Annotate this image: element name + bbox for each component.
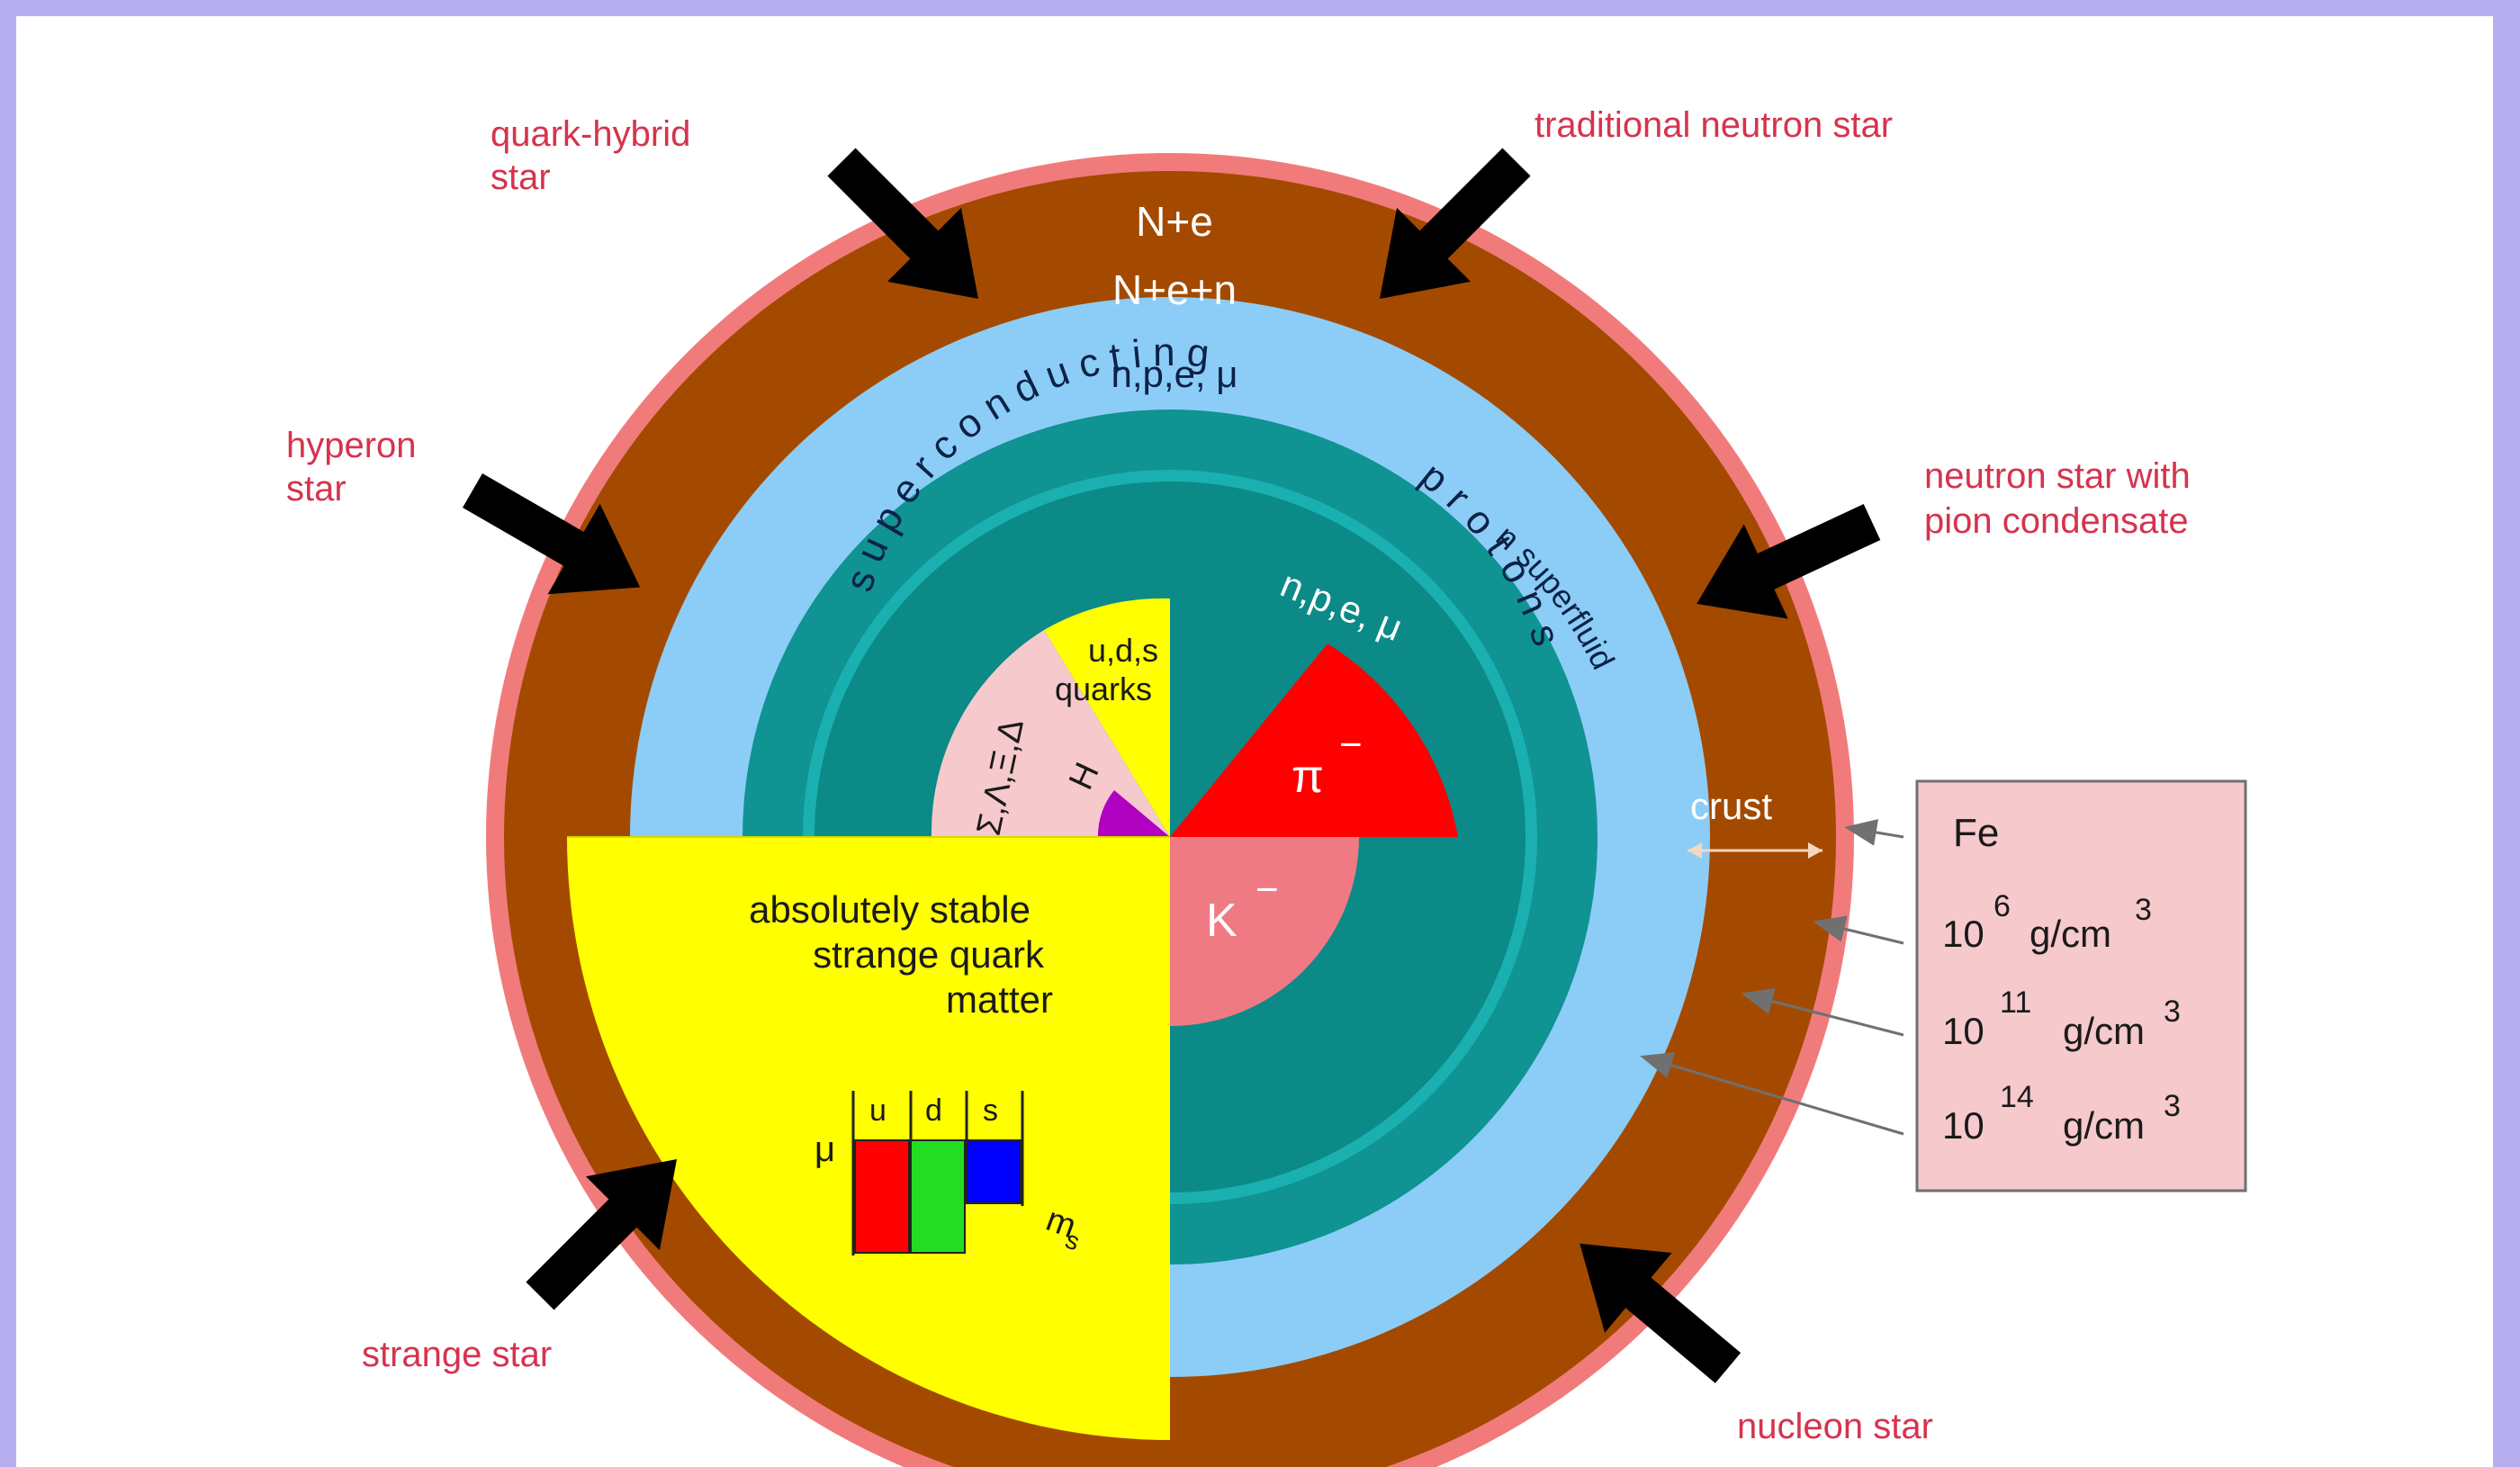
pion-condensate-label-2: pion condensate [1924, 501, 2189, 541]
strange-star-arrow-icon [526, 1158, 678, 1310]
legend-row-2-base: 10 [1942, 1010, 1984, 1052]
flavor-u: u [869, 1094, 886, 1128]
strange-star-label: strange star [362, 1335, 552, 1374]
flavor-d: d [925, 1094, 942, 1128]
pion-condensate-label-1: neutron star with [1924, 456, 2191, 496]
kaon-charge: − [1256, 868, 1279, 912]
strange-matter-line-2: strange quark [813, 933, 1045, 976]
traditional-neutron-arrow-icon [1379, 148, 1531, 300]
hyperon-star-label-1: hyperon [286, 426, 417, 465]
kaon-condensate-wedge [1170, 837, 1359, 1026]
crust-label: crust [1690, 785, 1772, 827]
legend-pointer-row-1 [1813, 915, 1904, 945]
quark-hybrid-label-2: star [490, 158, 551, 197]
layer-npe-label: n,p,e, μ [1112, 353, 1238, 395]
fermi-level-chart: μ u d s m s [814, 1091, 1084, 1256]
pion-condensate-arrow-icon [1696, 504, 1881, 619]
legend-pointers [1640, 819, 1904, 1136]
star-type-arrows [463, 148, 1881, 1383]
uds-label-1: u,d,s [1088, 632, 1158, 669]
layer-nen-label: N+e+n [1112, 266, 1237, 313]
d-quark-bar [910, 1139, 966, 1254]
layer-ne-label: N+e [1136, 198, 1213, 245]
pion-label: π [1292, 751, 1324, 803]
legend-row-3-exp: 14 [2000, 1080, 2034, 1114]
hyperon-arrow-icon [463, 472, 641, 595]
legend-fe: Fe [1953, 811, 1999, 855]
legend-row-3-unit: g/cm [2063, 1104, 2145, 1147]
legend-row-1-base: 10 [1942, 913, 1984, 955]
quark-hybrid-arrow-icon [827, 148, 979, 300]
uds-label-2: quarks [1055, 670, 1152, 707]
s-quark-bar [966, 1139, 1022, 1204]
nucleon-star-arrow-icon [1580, 1243, 1742, 1383]
legend-pointer-row-2 [1741, 987, 1904, 1037]
quark-hybrid-label-1: quark-hybrid [490, 114, 690, 154]
legend-row-3-unit-exp: 3 [2164, 1089, 2181, 1123]
uds-quark-wedge [1044, 598, 1170, 837]
density-legend-box [1915, 779, 2247, 1192]
hyperon-wedge [931, 630, 1170, 837]
flavor-s: s [983, 1094, 998, 1128]
legend-row-2-unit: g/cm [2063, 1010, 2145, 1052]
legend-row-3-base: 10 [1942, 1104, 1984, 1147]
legend-pointer-fe [1844, 819, 1904, 846]
watermark-text: 搜狐号@乐点视角 [2052, 1382, 2441, 1438]
pion-condensate-wedge [1170, 644, 1458, 837]
strange-matter-line-1: absolutely stable [749, 888, 1030, 931]
hyperon-star-label-2: star [286, 469, 346, 508]
legend-row-2-exp: 11 [2000, 986, 2031, 1020]
pion-charge: − [1339, 723, 1363, 767]
mu-axis-label: μ [814, 1130, 835, 1169]
crust-span-arrowheads [1688, 842, 1822, 859]
kaon-label: K [1206, 895, 1238, 947]
h-dibaryon-wedge [1097, 790, 1170, 837]
legend-row-2-unit-exp: 3 [2164, 994, 2181, 1029]
strange-matter-quadrant [567, 837, 1170, 1440]
traditional-neutron-star-label: traditional neutron star [1534, 105, 1893, 145]
strange-matter-line-3: matter [946, 978, 1053, 1021]
legend-row-1-unit-exp: 3 [2135, 893, 2152, 927]
legend-pointer-row-3 [1640, 1052, 1904, 1136]
legend-row-1-exp: 6 [1994, 889, 2011, 923]
legend-row-1-unit: g/cm [2030, 913, 2111, 955]
u-quark-bar [854, 1139, 910, 1254]
nucleon-star-label: nucleon star [1737, 1407, 1933, 1446]
